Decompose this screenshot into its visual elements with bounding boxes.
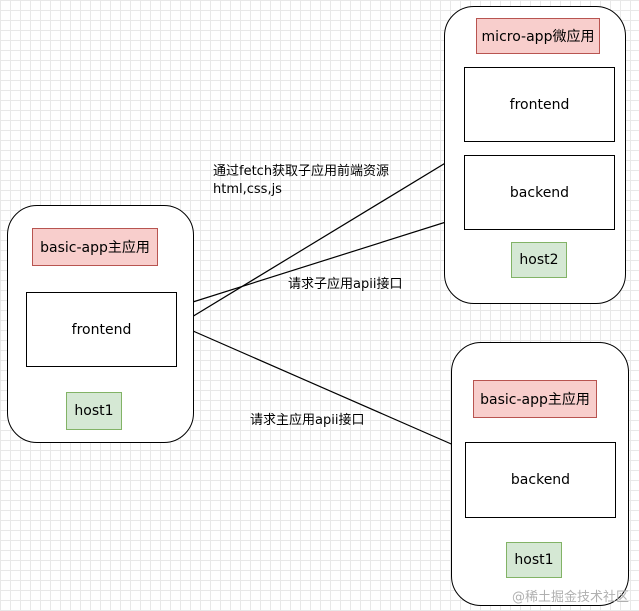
basic-app-backend-box: backend [465, 442, 616, 518]
edge-fetch-frontend-resources [176, 141, 481, 327]
basic-app-backend-host1-label: host1 [506, 542, 562, 578]
fetch-resources-label-line1: 通过fetch获取子应用前端资源 [213, 164, 390, 179]
basic-app-backend-host1-title: basic-app主应用 [473, 380, 597, 418]
edge-request-main-api [176, 323, 466, 451]
request-main-api-label: 请求主应用apii接口 [250, 413, 365, 428]
edge-request-sub-api [176, 215, 466, 308]
basic-app-frontend-box: frontend [26, 292, 177, 367]
request-sub-api-label: 请求子应用apii接口 [288, 277, 403, 292]
fetch-resources-label: 通过fetch获取子应用前端资源 html,css,js [213, 163, 389, 199]
watermark: @稀土掘金技术社区 [511, 590, 629, 605]
micro-app-frontend-box: frontend [464, 67, 615, 142]
fetch-resources-label-line2: html,css,js [213, 182, 282, 197]
basic-app-host1-title: basic-app主应用 [32, 228, 158, 266]
micro-app-backend-box: backend [464, 155, 615, 230]
micro-app-host2-label: host2 [511, 242, 567, 278]
micro-app-host2-title: micro-app微应用 [476, 18, 600, 54]
basic-app-host1-label: host1 [66, 392, 122, 430]
